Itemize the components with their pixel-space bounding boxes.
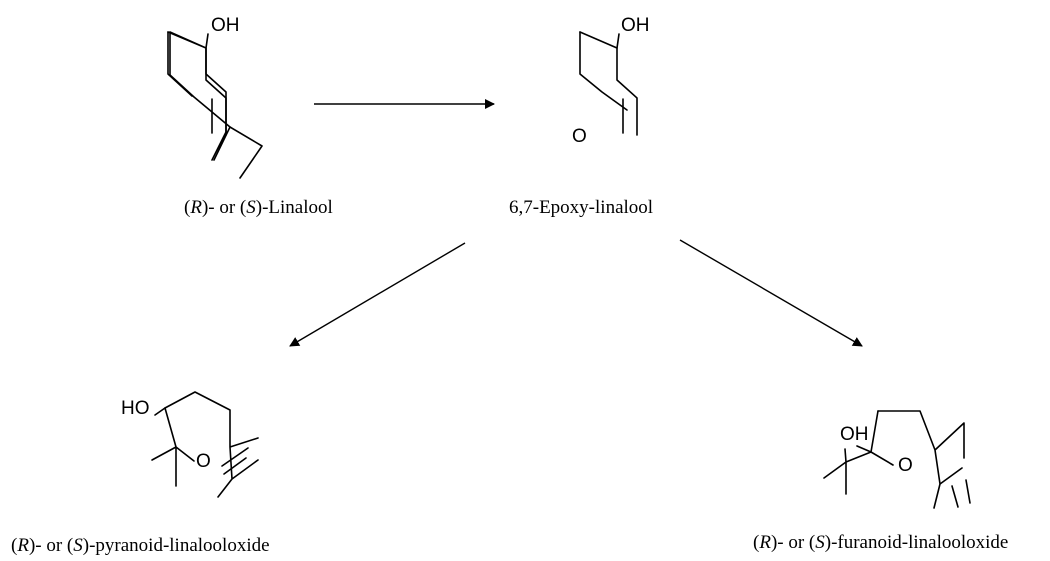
linalool-oh-atom: OH <box>211 15 240 36</box>
pyranoid-structure <box>151 391 259 498</box>
furanoid-structure <box>823 410 971 509</box>
epoxy-linalool-label: 6,7-Epoxy-linalool <box>509 197 653 218</box>
pyranoid-ho-atom: HO <box>121 398 150 419</box>
linalool-label: (R)- or (S)-Linalool <box>184 197 333 218</box>
linalool-structure <box>167 31 263 179</box>
furanoid-oh-atom: OH <box>840 424 869 445</box>
epoxy-oh-atom: OH <box>621 15 650 36</box>
arrow-epoxy-to-pyranoid <box>289 242 466 347</box>
pyranoid-label: (R)- or (S)-pyranoid-linalooloxide <box>11 535 270 556</box>
pyranoid-o-atom: O <box>196 451 211 472</box>
epoxy-linalool-structure <box>579 31 638 136</box>
epoxy-o-atom: O <box>572 126 587 147</box>
furanoid-o-atom: O <box>898 455 913 476</box>
arrow-epoxy-to-furanoid <box>679 239 863 347</box>
reaction-arrows <box>289 99 863 347</box>
furanoid-label: (R)- or (S)-furanoid-linalooloxide <box>753 532 1008 553</box>
